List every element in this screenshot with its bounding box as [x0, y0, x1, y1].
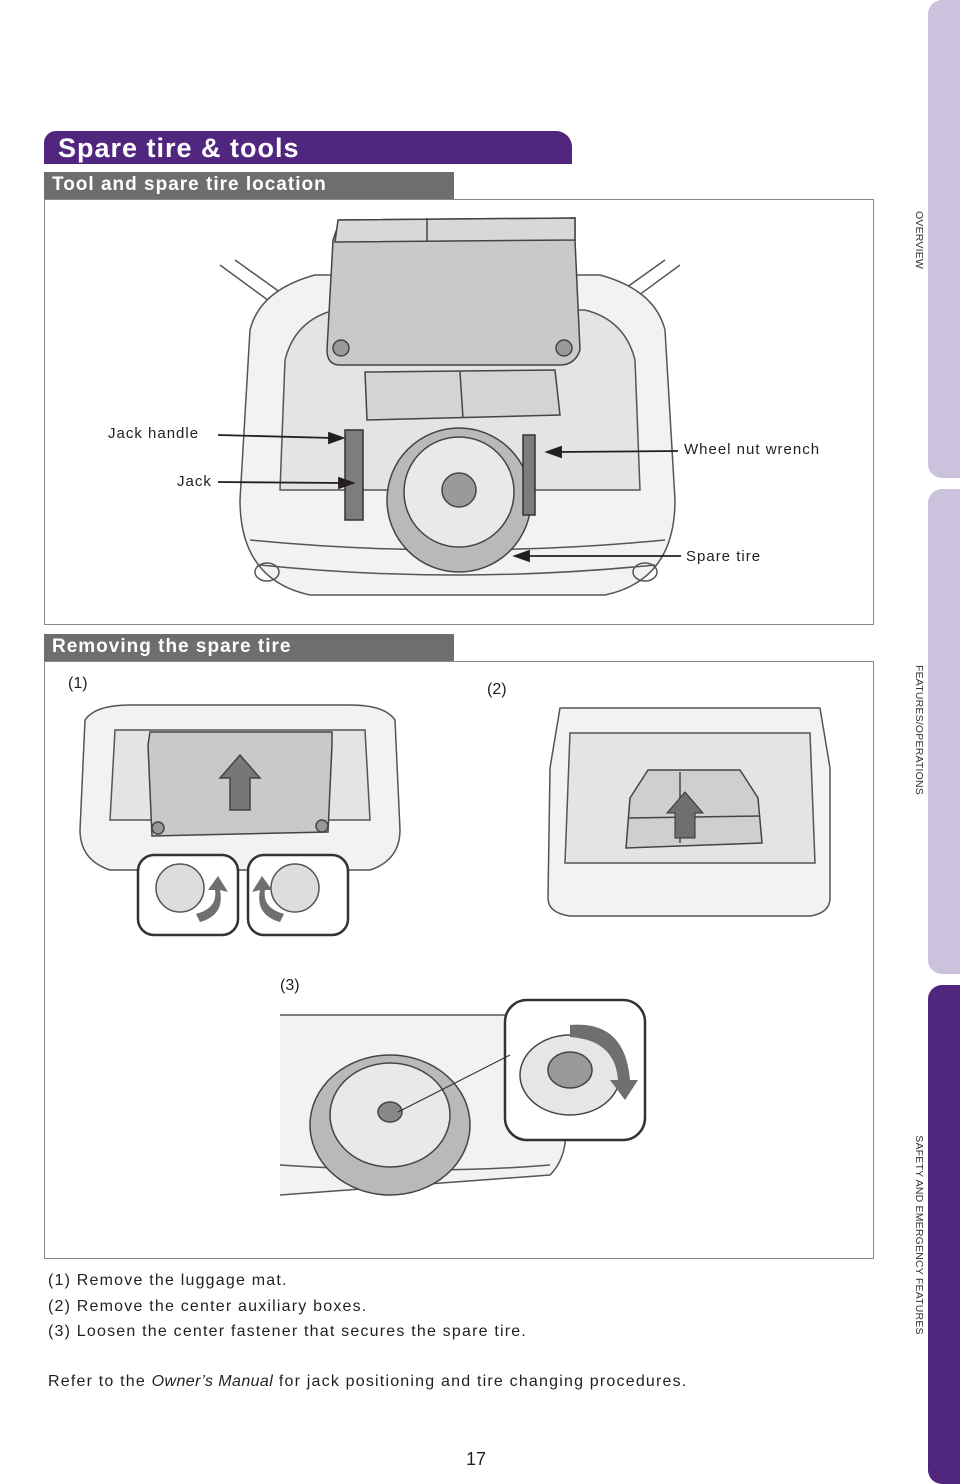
callout-jack-handle: Jack handle — [108, 425, 200, 442]
owners-manual-reference: Owner’s Manual — [151, 1373, 274, 1390]
section-title: Spare tire & tools — [58, 133, 300, 163]
tab-overview-label: OVERVIEW — [913, 210, 926, 270]
tab-overview[interactable] — [928, 0, 960, 478]
tab-safety-emergency[interactable] — [928, 985, 960, 1484]
callout-spare-tire: Spare tire — [686, 548, 762, 565]
step1-illustration — [79, 704, 401, 937]
tab-features-operations[interactable] — [928, 489, 960, 974]
manual-reference-note: Refer to the Owner’s Manual for jack pos… — [48, 1373, 688, 1391]
trunk-illustration — [217, 217, 681, 596]
instruction-list: (1) Remove the luggage mat. (2) Remove t… — [48, 1268, 527, 1345]
location-heading: Tool and spare tire location — [52, 174, 327, 195]
location-heading-bar: Tool and spare tire location — [44, 172, 454, 199]
tab-safety-label: SAFETY AND EMERGENCY FEATURES — [913, 1135, 926, 1335]
step3-illustration — [280, 998, 647, 1196]
instruction-step-3: (3) Loosen the center fastener that secu… — [48, 1323, 528, 1340]
instruction-step-1: (1) Remove the luggage mat. — [48, 1272, 288, 1289]
step-label-3: (3) — [280, 977, 300, 994]
callout-wheel-nut-wrench: Wheel nut wrench — [684, 441, 821, 458]
section-title-bar: Spare tire & tools — [44, 131, 572, 164]
step2-illustration — [547, 707, 831, 917]
removing-heading-bar: Removing the spare tire — [44, 634, 454, 661]
note-prefix: Refer to the — [48, 1373, 147, 1390]
step-label-1: (1) — [68, 675, 88, 692]
note-suffix: for jack positioning and tire changing p… — [278, 1373, 688, 1390]
step-label-2: (2) — [487, 681, 507, 698]
callout-jack: Jack — [177, 473, 212, 490]
instruction-step-2: (2) Remove the center auxiliary boxes. — [48, 1297, 368, 1315]
removing-heading: Removing the spare tire — [52, 636, 292, 657]
page-number: 17 — [466, 1449, 487, 1469]
tab-features-label: FEATURES/OPERATIONS — [913, 664, 926, 796]
